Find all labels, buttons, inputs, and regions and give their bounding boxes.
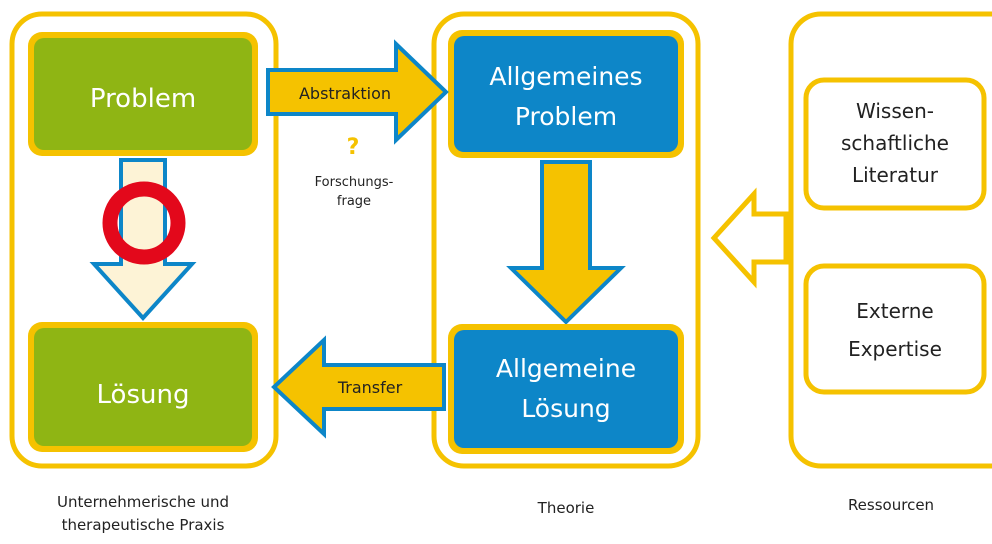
theory-down-arrow	[506, 160, 626, 325]
theory-caption: Theorie	[537, 499, 595, 517]
expertise-line1: Externe	[856, 299, 933, 323]
practice-down-arrow	[89, 158, 197, 321]
resources-arrow	[710, 187, 789, 289]
general-problem-line2: Problem	[515, 102, 617, 131]
general-solution-line2: Lösung	[521, 394, 610, 423]
expertise-line2: Expertise	[848, 337, 942, 361]
red-ring-icon	[102, 181, 186, 265]
abstraction-label: Abstraktion	[299, 84, 391, 103]
solution-box: Lösung	[28, 322, 258, 452]
abstraction-arrow	[266, 39, 449, 145]
problem-label: Problem	[90, 84, 196, 114]
theory-column-frame	[431, 11, 701, 469]
general-problem-line1: Allgemeines	[489, 62, 642, 91]
research-question-line2: frage	[337, 194, 371, 209]
general-problem-box: Allgemeines Problem	[448, 30, 684, 158]
practice-column-frame	[9, 11, 279, 469]
solution-label: Lösung	[97, 380, 190, 410]
literature-line3: Literatur	[852, 163, 939, 187]
general-solution-box: Allgemeine Lösung	[448, 324, 684, 454]
expertise-box: Externe Expertise	[803, 263, 987, 395]
resources-column-frame	[788, 11, 992, 469]
practice-caption-line2: therapeutische Praxis	[62, 516, 225, 534]
problem-box: Problem	[28, 32, 258, 156]
practice-caption-line1: Unternehmerische und	[57, 493, 229, 511]
literature-box: Wissen- schaftliche Literatur	[803, 77, 987, 211]
question-mark: ?	[347, 135, 360, 160]
transfer-label: Transfer	[337, 378, 403, 397]
general-solution-line1: Allgemeine	[496, 354, 636, 383]
literature-line2: schaftliche	[841, 131, 949, 155]
literature-line1: Wissen-	[856, 99, 934, 123]
transfer-arrow	[271, 335, 446, 439]
research-question-line1: Forschungs-	[315, 175, 394, 190]
resources-caption: Ressourcen	[848, 496, 934, 514]
